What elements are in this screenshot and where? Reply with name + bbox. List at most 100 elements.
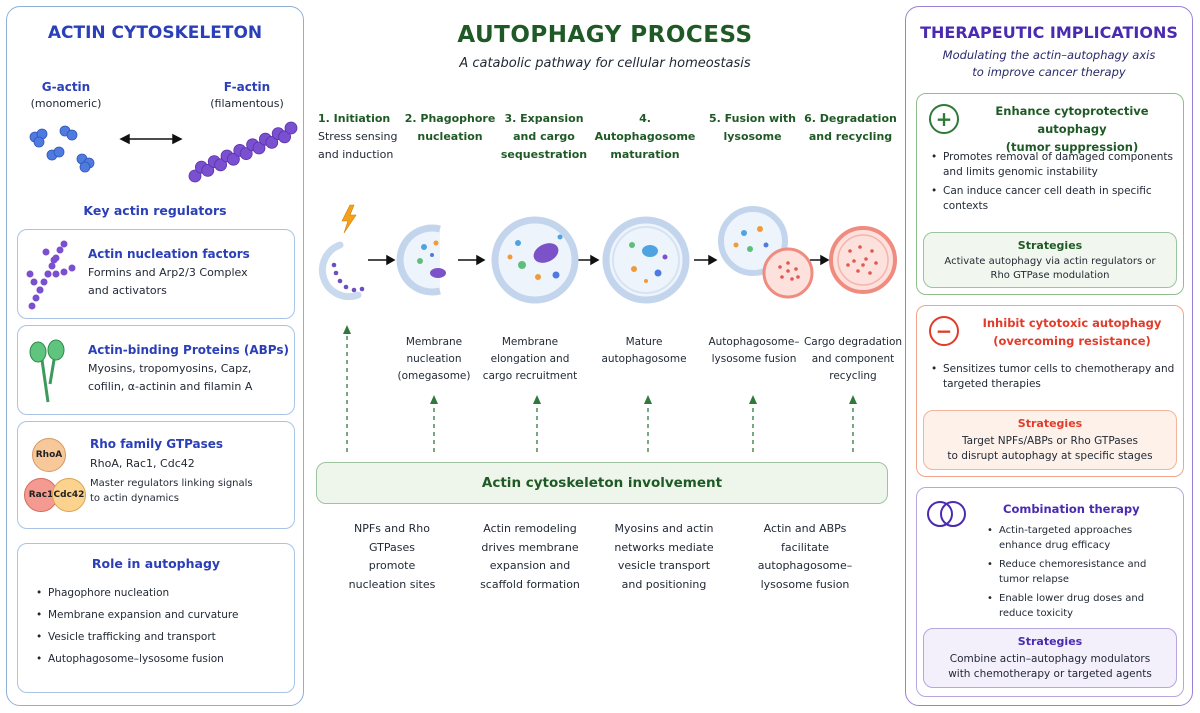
actin-bead [265,135,279,149]
regulator-desc-rho: RhoA, Rac1, Cdc42 [90,457,195,470]
step-3-label: 3. Expansion and cargo sequestration [494,110,594,164]
involvement-note-line: vesicle transport [617,559,711,572]
regulator-title-nucleation: Actin nucleation factors [88,247,250,261]
stage-desc-elongation: Membrane elongation and cargo recruitmen… [478,334,582,385]
enhance-strategies-box: Strategies Activate autophagy via actin … [923,232,1177,288]
stage-desc-fusion: Autophagosome– lysosome fusion [706,334,802,368]
step-line: 3. Expansion [504,112,584,125]
therapeutic-implications-panel: THERAPEUTIC IMPLICATIONS Modulating the … [905,6,1193,706]
involvement-note-line: expansion and [489,559,571,572]
combo-strategies-box: Strategies Combine actin–autophagy modul… [923,628,1177,688]
minus-icon: − [929,316,959,346]
stage-desc-line: lysosome fusion [711,353,797,365]
regulator-desc-abps: Myosins, tropomyosins, Capz, cofilin, α-… [88,360,252,396]
regulator-subdesc-line: Master regulators linking signals [90,478,253,489]
inhibit-title: Inhibit cytotoxic autophagy (overcoming … [963,314,1181,350]
role-item: Phagophore nucleation [36,586,286,601]
involvement-note-line: GTPases [369,540,415,554]
actin-bead [278,130,292,144]
inhibit-strategies-text: Target NPFs/ABPs or Rho GTPases to disru… [924,434,1176,464]
stage-autophagosome-icon [602,216,690,304]
stage-degradation-icon [829,226,897,294]
regulator-card-nucleation: Actin nucleation factors Formins and Arp… [17,229,295,319]
actin-bead [252,141,266,155]
inhibit-autophagy-card: − Inhibit cytotoxic autophagy (overcomin… [916,305,1184,477]
regulator-desc-line: Formins and Arp2/3 Complex [88,266,248,279]
step-line: nucleation [417,130,483,143]
actin-bead [201,164,215,177]
regulator-subdesc-line: to actin dynamics [90,493,180,504]
enhance-list: Promotes removal of damaged components a… [931,150,1179,214]
process-arrows [368,254,830,266]
overlapping-circles-icon [927,501,966,527]
role-in-autophagy-card: Role in autophagy Phagophore nucleation … [17,543,295,693]
combo-title: Combination therapy [1003,502,1140,516]
center-title: AUTOPHAGY PROCESS [457,22,753,48]
combo-item: Reduce chemoresistance and tumor relapse [987,558,1175,587]
role-list: Phagophore nucleation Membrane expansion… [36,586,286,667]
step-title: 1. Initiation [318,112,391,125]
role-item: Membrane expansion and curvature [36,608,286,623]
enhance-item: Can induce cancer cell death in specific… [931,184,1179,214]
involvement-note-line: networks mediate [614,540,714,554]
combo-strategies-title: Strategies [1017,635,1083,648]
stage-desc-mature: Mature autophagosome [596,334,692,368]
cdc42-badge: Cdc42 [52,478,86,512]
involvement-note-line: scaffold formation [480,577,580,591]
combo-item: Enable lower drug doses and reduce toxic… [987,592,1175,621]
role-heading: Role in autophagy [91,556,221,571]
step-6-label: 6. Degradation and recycling [803,110,898,146]
left-panel-title: ACTIN CYTOSKELETON [47,23,263,43]
inhibit-item: Sensitizes tumor cells to chemotherapy a… [931,362,1179,392]
involvement-note-line: Myosins and actin [614,522,714,535]
involvement-note-line: Actin remodeling [483,522,577,535]
myosin-icon [29,339,65,403]
regulator-card-abps: Actin-binding Proteins (ABPs) Myosins, t… [17,325,295,415]
step-line: 5. Fusion with [708,112,797,125]
regulators-heading: Key actin regulators [83,203,227,218]
subtitle-line: Modulating the actin–autophagy axis [942,48,1156,62]
step-line: and cargo [513,130,575,143]
involvement-note-line: lysosome fusion [760,577,850,591]
autophagy-process-illustration [318,204,897,455]
involvement-note-line: and positioning [621,577,707,591]
enhance-title: Enhance cytoprotective autophagy (tumor … [963,102,1181,156]
step-line: lysosome [723,130,782,143]
enhance-strategies-title: Strategies [1017,239,1083,252]
regulator-desc-line: and activators [88,284,167,297]
enhance-item: Promotes removal of damaged components a… [931,150,1179,180]
actin-illustration [29,121,298,183]
step-line: maturation [610,148,680,161]
involvement-note-line: nucleation sites [348,577,436,591]
actin-bead [188,169,202,183]
involvement-note-line: Actin and ABPs [763,522,847,535]
stress-lightning-icon [341,204,357,234]
step-1-label: 1. Initiation Stress sensing and inducti… [318,110,410,164]
stage-desc-line: autophagosome [601,353,687,365]
stage-desc-line: Cargo degradation [803,336,903,348]
step-line: and induction [318,148,394,161]
step-4-label: 4. Autophagosome maturation [590,110,700,164]
enhance-strategies-text: Activate autophagy via actin regulators … [924,255,1176,283]
stage-desc-line: Membrane [501,336,559,348]
involvement-note-fusion: Actin and ABPs facilitate autophagosome–… [744,520,866,594]
strategy-line: to disrupt autophagy at specific stages [947,450,1153,462]
f-actin-label: F-actin (filamentous) [197,79,297,112]
regulator-desc-line: cofilin, α-actinin and filamin A [88,380,253,393]
stage-expansion-icon [491,216,579,304]
stage-desc-line: and component [811,353,895,365]
combo-list: Actin-targeted approaches enhance drug e… [987,524,1175,621]
stage-desc-line: cargo recruitment [482,370,578,382]
step-line: Stress sensing [318,130,398,143]
g-actin-desc: (monomeric) [30,97,102,110]
inhibit-strategies-box: Strategies Target NPFs/ABPs or Rho GTPas… [923,410,1177,470]
stage-fusion-icon [718,206,814,299]
stage-desc-line: Autophagosome– [708,336,800,348]
strategy-line: Combine actin–autophagy modulators [949,653,1151,665]
f-actin-filament-icon [188,121,298,183]
g-actin-label: G-actin (monomeric) [21,79,111,112]
combination-therapy-card: Combination therapy Actin-targeted appro… [916,487,1184,697]
center-subtitle: A catabolic pathway for cellular homeost… [459,56,751,71]
rhoa-badge: RhoA [32,438,66,472]
step-line: 6. Degradation [804,112,897,125]
